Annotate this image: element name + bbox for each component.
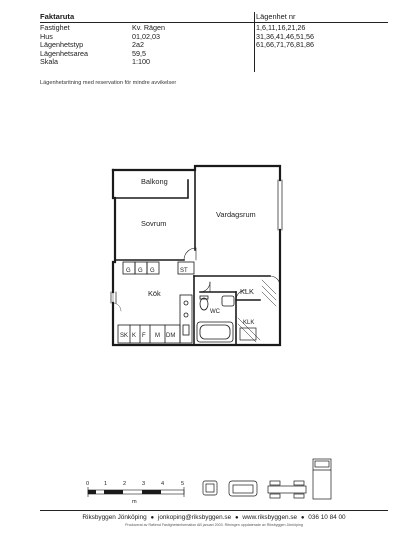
wardrobe-label-g: G xyxy=(126,268,131,274)
bed-icon xyxy=(312,458,332,500)
sofa-icon xyxy=(228,480,258,497)
room-label-balkong: Balkong xyxy=(141,177,168,186)
scale-unit-label: m xyxy=(132,499,137,505)
wardrobes xyxy=(122,261,195,275)
fact-value: 01,02,03 xyxy=(132,31,160,41)
fact-box-divider xyxy=(40,22,388,23)
armchair-icon xyxy=(202,480,218,496)
kitchen-code-f: F xyxy=(142,333,146,339)
apartment-numbers: 1,6,11,16,21,26 31,36,41,46,51,56 61,66,… xyxy=(256,23,314,50)
outer-walls xyxy=(111,164,282,347)
fact-label: Hus xyxy=(40,31,53,41)
kitchen-code-dm: DM xyxy=(166,333,175,339)
apartment-numbers-line: 31,36,41,46,51,56 xyxy=(256,31,314,41)
contact-line: Riksbyggen Jönköping ● jonkoping@riksbyg… xyxy=(40,514,388,521)
fact-label: Fastighet xyxy=(40,23,70,32)
wardrobe-label-g: G xyxy=(138,268,143,274)
fact-row-skala: Skala 1:100 xyxy=(40,58,250,67)
fact-row-lagenhetsarea: Lägenhetsarea 59,5 xyxy=(40,48,250,59)
phone-number: 036 10 84 00 xyxy=(308,514,346,521)
apartment-numbers-line: 1,6,11,16,21,26 xyxy=(256,23,306,32)
room-label-klk: KLK xyxy=(240,287,254,296)
fact-row-lagenhetstyp: Lägenhetstyp 2a2 xyxy=(40,41,250,50)
apartment-numbers-line: 61,66,71,76,81,86 xyxy=(256,40,314,50)
footer: Riksbyggen Jönköping ● jonkoping@riksbyg… xyxy=(40,510,388,527)
fact-value: Kv. Rägen xyxy=(132,23,166,32)
scale-tick-label: 1 xyxy=(104,481,107,487)
kitchen-code-sk: SK xyxy=(120,333,128,339)
scale-bar xyxy=(87,487,185,497)
fact-row-hus: Hus 01,02,03 xyxy=(40,31,250,42)
scale-tick-label: 2 xyxy=(123,481,126,487)
producer-credit: Producerat av Rafiend Fastighetsinformat… xyxy=(125,523,303,527)
fact-label: Skala xyxy=(40,57,58,67)
email-link[interactable]: jonkoping@riksbyggen.se xyxy=(157,514,232,521)
fact-label: Lägenhetstyp xyxy=(40,40,84,50)
fact-value: 2a2 xyxy=(132,40,144,50)
web-link[interactable]: www.riksbyggen.se xyxy=(242,514,298,521)
dining-table-icon xyxy=(267,480,307,499)
fact-rows: Fastighet Kv. Rägen Hus 01,02,03 Lägenhe… xyxy=(40,23,250,67)
bathroom-fixtures xyxy=(196,295,235,343)
scale-tick-label: 4 xyxy=(161,481,164,487)
doors xyxy=(112,247,281,312)
fact-box-title: Faktaruta xyxy=(40,12,75,21)
footer-divider xyxy=(40,510,388,511)
windows xyxy=(110,179,283,304)
bullet-icon: ● xyxy=(300,515,305,521)
wardrobe-label-g: G xyxy=(150,268,155,274)
room-label-wc: WC xyxy=(210,309,221,315)
fact-box-column-divider xyxy=(254,12,255,72)
kitchen-code-m: M xyxy=(155,333,160,339)
scale-tick-label: 0 xyxy=(86,481,89,487)
bullet-icon: ● xyxy=(150,515,155,521)
room-label-vardagsrum: Vardagsrum xyxy=(216,210,256,219)
storage-label-st: ST xyxy=(180,268,188,274)
closet-hatching xyxy=(237,279,277,343)
disclaimer-note: Lägenhetsritning med reservation för min… xyxy=(40,80,177,86)
kitchen-counter xyxy=(117,294,193,344)
room-label-kok: Kök xyxy=(148,289,161,298)
fact-box: Faktaruta Lägenhet nr Fastighet Kv. Räge… xyxy=(40,12,388,72)
company-name: Riksbyggen Jönköping xyxy=(82,514,147,521)
fact-value: 59,5 xyxy=(132,48,146,58)
scale-tick-label: 3 xyxy=(142,481,145,487)
bullet-icon: ● xyxy=(234,515,239,521)
fact-label: Lägenhetsarea xyxy=(40,48,88,58)
scale-tick-label: 5 xyxy=(181,481,184,487)
room-label-sovrum: Sovrum xyxy=(141,219,166,228)
kitchen-code-k: K xyxy=(132,333,136,339)
fact-value: 1:100 xyxy=(132,57,150,67)
balcony xyxy=(112,169,189,199)
apartment-numbers-title: Lägenhet nr xyxy=(256,12,296,21)
furniture-symbols xyxy=(202,458,332,500)
interior-walls xyxy=(114,165,271,346)
fact-row-fastighet: Fastighet Kv. Rägen xyxy=(40,23,250,33)
room-label-klk-small: KLK xyxy=(243,320,254,326)
